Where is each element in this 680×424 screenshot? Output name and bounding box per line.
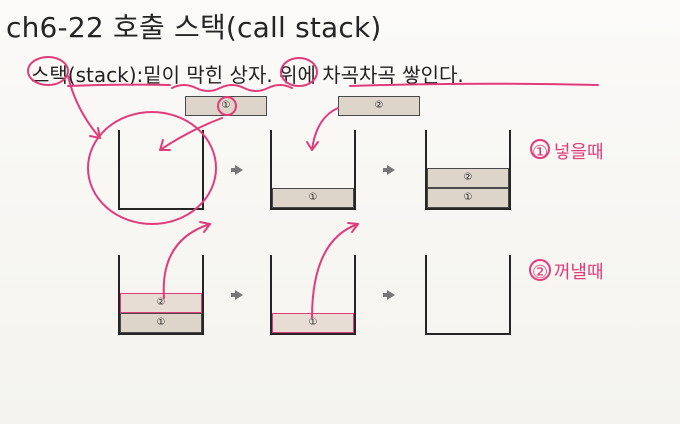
stack-empty-1	[118, 130, 204, 210]
stack-item-one: ①	[120, 313, 202, 333]
right-arrow-icon	[231, 165, 243, 175]
item-one-label: ①	[308, 317, 318, 328]
item-one-label: ①	[308, 192, 318, 203]
pop-annotation: ② 꺼낼때	[532, 262, 604, 283]
stack-empty-2	[425, 255, 511, 335]
right-arrow-icon	[383, 290, 395, 300]
item-two-label: ②	[374, 100, 384, 111]
stack-item-one: ①	[272, 188, 354, 208]
incoming-item-two: ②	[338, 96, 420, 116]
right-arrow-icon	[231, 290, 243, 300]
item-two-label: ②	[156, 297, 166, 308]
item-one-label: ①	[221, 100, 231, 111]
stack-two-items-pop: ② ①	[118, 255, 204, 335]
right-arrow-icon	[383, 165, 395, 175]
incoming-item-one: ①	[185, 96, 267, 116]
stack-one-item-pop: ①	[270, 255, 356, 335]
stack-item-one: ①	[272, 313, 354, 333]
stack-definition: 스택(stack):밑이 막힌 상자. 위에 차곡차곡 쌓인다.	[31, 63, 464, 87]
stack-item-two: ②	[427, 168, 509, 188]
page-title: ch6-22 호출 스택(call stack)	[6, 11, 382, 44]
stack-one-item: ①	[270, 130, 356, 210]
stack-two-items: ② ①	[425, 130, 511, 210]
push-annotation: ① 넣을때	[532, 142, 604, 163]
item-two-label: ②	[463, 172, 473, 183]
item-one-label: ①	[156, 317, 166, 328]
stack-item-two: ②	[120, 293, 202, 313]
item-one-label: ①	[463, 192, 473, 203]
stack-item-one: ①	[427, 188, 509, 208]
